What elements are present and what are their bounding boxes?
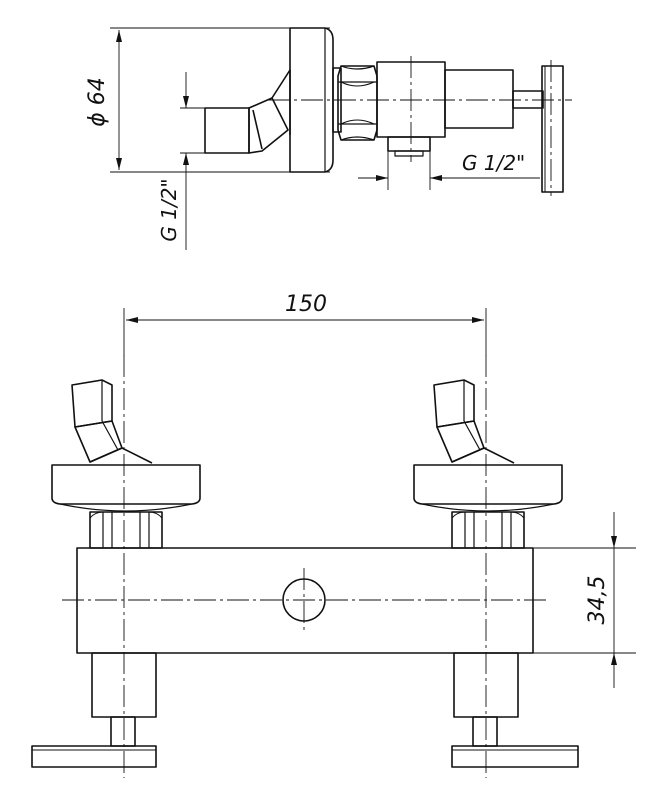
side-bonnet	[444, 69, 514, 129]
left-inlet	[71, 379, 153, 464]
side-handle	[541, 65, 564, 193]
side-inlet-pipe	[204, 69, 291, 154]
side-bottom-outlet	[387, 136, 431, 152]
left-escutcheon	[51, 464, 201, 512]
front-view	[31, 379, 579, 768]
mixer-body	[76, 547, 534, 654]
left-lower-valve	[31, 652, 157, 768]
left-thread-label: G 1/2"	[157, 178, 181, 241]
side-hex-nut	[337, 65, 378, 141]
left-hex-nut	[89, 511, 163, 549]
right-thread-label: G 1/2"	[462, 151, 525, 175]
spacing-label: 150	[285, 292, 327, 317]
diameter-label: ϕ 64	[85, 77, 110, 127]
side-view	[204, 27, 564, 193]
right-hex-nut	[451, 511, 525, 549]
right-escutcheon	[413, 464, 563, 512]
right-inlet	[433, 379, 515, 464]
right-lower-valve	[451, 652, 579, 768]
side-spindle	[512, 90, 544, 109]
side-dimensions	[110, 27, 540, 250]
side-centerlines	[268, 56, 572, 196]
front-dimensions	[123, 308, 636, 688]
front-centerlines	[62, 355, 548, 778]
side-escutcheon	[289, 27, 334, 173]
height-label: 34,5	[585, 576, 610, 625]
